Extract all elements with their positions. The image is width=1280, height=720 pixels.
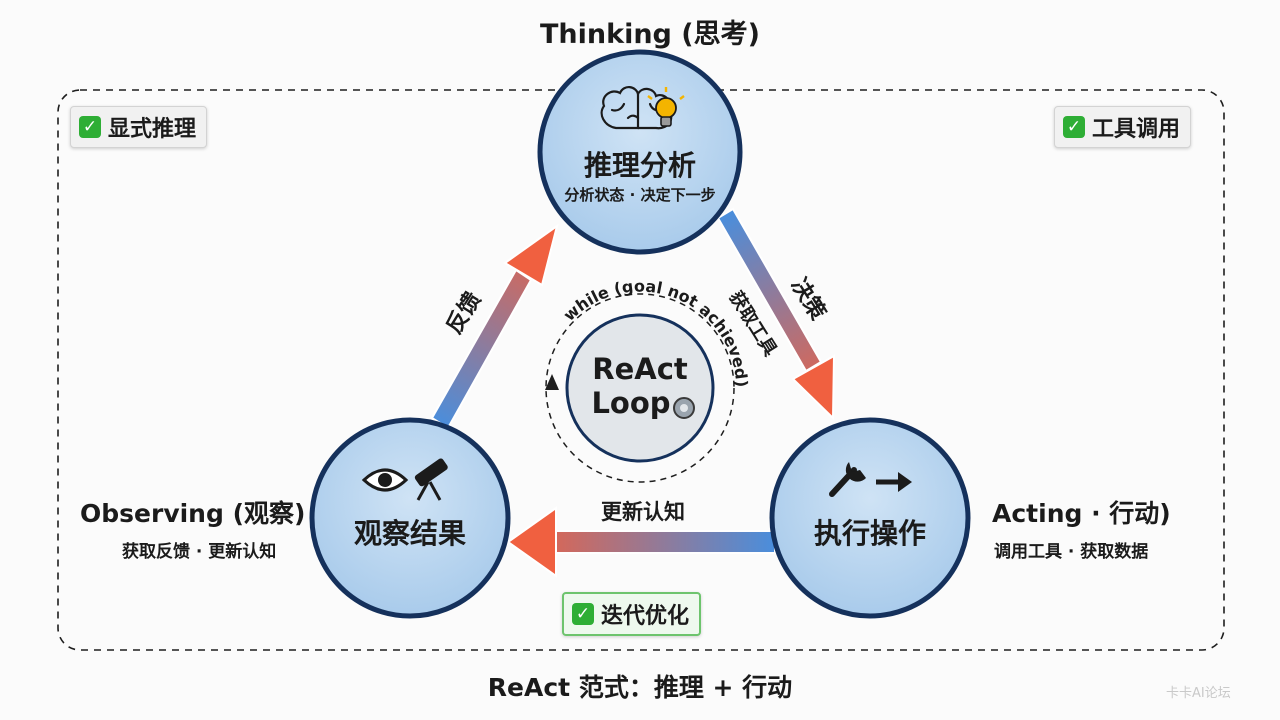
badge-iterative-optimization-label: 迭代优化 [601, 604, 690, 629]
check-icon: ✓ [572, 603, 594, 625]
loop-gear-icon [673, 397, 695, 419]
center-line1: ReAct [592, 352, 688, 386]
telescope-icon [414, 458, 448, 501]
arrow-acting-to-observing [506, 506, 776, 578]
check-icon: ✓ [1063, 116, 1085, 138]
center-ring-arrowhead [545, 374, 559, 390]
center-circle [565, 313, 715, 463]
watermark-text: 卡卡AI论坛 [1166, 686, 1231, 701]
thinking-title: Thinking (思考) [540, 19, 760, 50]
check-icon: ✓ [79, 116, 101, 138]
bottom-caption: ReAct 范式：推理 + 行动 [487, 673, 793, 702]
edge-label-update-cognition: 更新认知 [601, 500, 685, 524]
node-thinking-circle [537, 49, 743, 255]
node-thinking-subtitle: 分析状态 · 决定下一步 [564, 186, 716, 204]
node-observing-circle [309, 417, 511, 619]
node-acting-circle [769, 417, 971, 619]
center-dashed-ring [545, 293, 735, 483]
observing-side-subtitle: 获取反馈 · 更新认知 [122, 542, 277, 562]
node-observing-title: 观察结果 [353, 517, 466, 550]
center-loop-label: ReAct Loop [575, 352, 705, 420]
node-thinking-title: 推理分析 [583, 149, 696, 182]
acting-side-title: Acting · 行动) [992, 499, 1171, 528]
observing-side-title: Observing (观察) [80, 499, 306, 528]
eye-icon [361, 468, 409, 492]
arrow-thinking-to-acting [716, 207, 836, 421]
badge-tool-calling-label: 工具调用 [1092, 117, 1181, 142]
badge-tool-calling: ✓ 工具调用 [1054, 106, 1192, 148]
badge-explicit-reasoning: ✓ 显式推理 [70, 106, 208, 148]
node-acting-title: 执行操作 [813, 517, 926, 550]
lightbulb-icon [647, 87, 685, 127]
badge-explicit-reasoning-label: 显式推理 [108, 117, 197, 142]
center-line2: Loop [591, 386, 671, 420]
badge-iterative-optimization: ✓ 迭代优化 [562, 592, 702, 636]
acting-side-subtitle: 调用工具 · 获取数据 [994, 542, 1149, 562]
arrow-right-icon [876, 472, 912, 492]
wrench-icon [829, 462, 866, 497]
